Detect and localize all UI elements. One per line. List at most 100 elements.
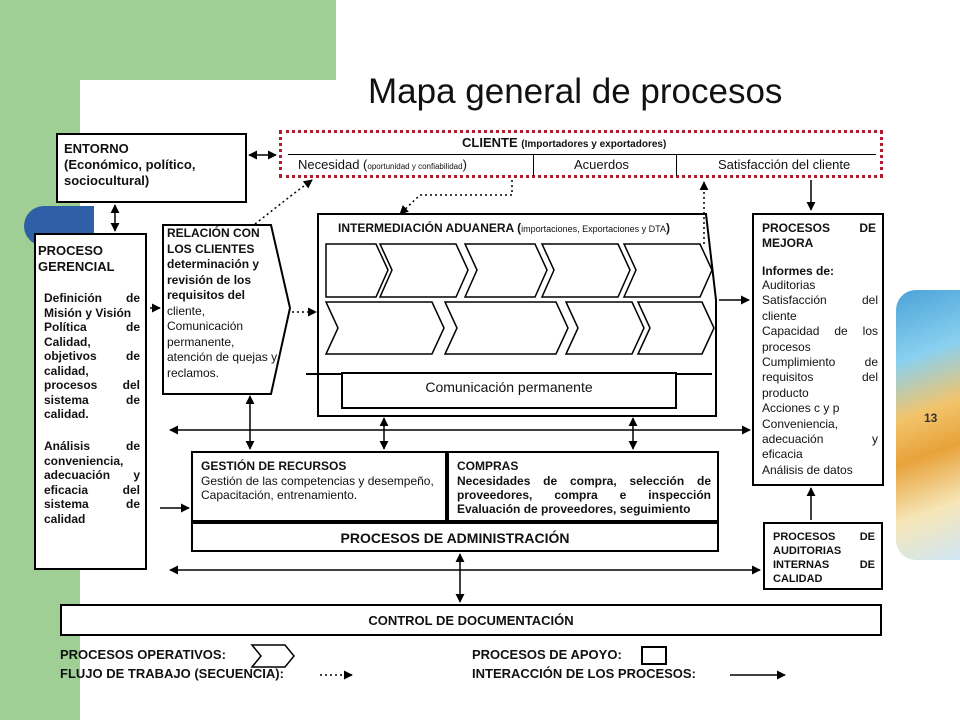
auditorias-box: PROCESOS DE AUDITORIAS INTERNAS DE CALID… [763, 522, 883, 590]
intermediacion-box [317, 213, 717, 417]
chevron-r1-2 [378, 243, 469, 298]
legend-apoyo: PROCESOS DE APOYO: [472, 647, 622, 662]
compras-line1: Necesidades de compra, selección de [457, 474, 711, 488]
relacion-bold-4: requisitos del [167, 288, 246, 302]
gerencial-line-6: procesos del [44, 378, 140, 392]
relacion-bold-2: determinación y [167, 257, 260, 271]
mejora-box: PROCESOS DE MEJORA Informes de: Auditori… [752, 213, 884, 486]
cliente-col-sep1 [533, 154, 534, 176]
gerencial-line2-2: adecuación y [44, 468, 140, 482]
auditorias-line4: CALIDAD [773, 573, 823, 585]
auditorias-line2: AUDITORIAS [773, 545, 842, 557]
recursos-box: GESTIÓN DE RECURSOS Gestión de las compe… [191, 451, 447, 522]
gerencial-line2-3: eficacia del [44, 482, 140, 497]
administracion-box: PROCESOS DE ADMINISTRACIÓN [191, 522, 719, 552]
cliente-necesidad: Necesidad (oportunidad y confiabilidad) [298, 157, 467, 172]
puzzle-image [896, 290, 960, 560]
administracion-label: PROCESOS DE ADMINISTRACIÓN [340, 530, 570, 546]
cliente-acuerdos: Acuerdos [574, 157, 629, 172]
mejora-item-12: Análisis de datos [762, 462, 853, 477]
gerencial-line-5: calidad, [44, 363, 89, 378]
cliente-satisfaccion: Satisfacción del cliente [718, 157, 851, 172]
mejora-item-5: Cumplimiento de [762, 355, 878, 370]
mejora-item-7: producto [762, 385, 809, 400]
gerencial-title1: PROCESO [38, 243, 104, 258]
control-label: CONTROL DE DOCUMENTACIÓN [368, 613, 574, 628]
chevron-r1-5 [622, 243, 713, 298]
legend-interaccion: INTERACCIÓN DE LOS PROCESOS: [472, 666, 696, 681]
gerencial-line-1: Misión y Visión [44, 305, 132, 320]
entorno-line1: ENTORNO [64, 141, 129, 156]
cliente-box: CLIENTE (Importadores y exportadores) Ne… [279, 130, 883, 178]
entorno-line3: sociocultural) [64, 173, 150, 188]
mejora-item-9: Conveniencia, [762, 416, 839, 431]
recursos-title: GESTIÓN DE RECURSOS [201, 459, 347, 473]
gerencial-line2-4: sistema de [44, 497, 140, 511]
mejora-item-1: Satisfacción del [762, 293, 878, 308]
gerencial-line-7: sistema de [44, 392, 140, 407]
intermediacion-title: INTERMEDIACIÓN ADUANERA (importaciones, … [338, 221, 671, 235]
gerencial-line-2: Política de [44, 320, 140, 334]
gerencial-line-3: Calidad, [44, 334, 91, 349]
mejora-item-10: adecuación y [762, 432, 878, 447]
mejora-item-8: Acciones c y p [762, 401, 840, 416]
slide-title: Mapa general de procesos [368, 72, 783, 111]
relacion-normal-2: permanente, [167, 334, 235, 349]
chevron-r2-1 [324, 301, 445, 355]
compras-title: COMPRAS [457, 459, 519, 473]
legend-apoyo-symbol [641, 646, 667, 665]
legend-flujo: FLUJO DE TRABAJO (SECUENCIA): [60, 666, 284, 681]
gerencial-line2-0: Análisis de [44, 439, 140, 453]
compras-box: COMPRAS Necesidades de compra, selección… [447, 451, 719, 522]
mejora-item-6: requisitos del [762, 370, 878, 385]
entorno-line2: (Económico, político, [64, 157, 196, 172]
mejora-title2: MEJORA [762, 236, 814, 250]
auditorias-line3: INTERNAS DE [773, 559, 875, 571]
gerencial-line-4: objetivos de [44, 349, 140, 363]
cliente-divider [288, 154, 876, 155]
cliente-col-sep2 [676, 154, 677, 176]
gerencial-line2-5: calidad [44, 511, 86, 526]
top-green-band [80, 0, 336, 80]
relacion-bold-3: revisión de los [167, 272, 252, 287]
chevron-r2-3 [564, 301, 645, 355]
legend-operativos-symbol [250, 644, 295, 668]
relacion-normal-0: cliente, [167, 303, 206, 318]
auditorias-line1: PROCESOS DE [773, 531, 875, 543]
control-box: CONTROL DE DOCUMENTACIÓN [60, 604, 882, 636]
chevron-r2-4 [636, 301, 715, 355]
compras-line3: Evaluación de proveedores, seguimiento [457, 502, 691, 516]
recursos-line2: Capacitación, entrenamiento. [201, 488, 358, 502]
chevron-r1-3 [463, 243, 548, 298]
chevron-r1-1 [325, 243, 389, 298]
relacion-bold-1: LOS CLIENTES [167, 241, 255, 256]
mejora-item-0: Auditorias [762, 278, 816, 292]
compras-line2: proveedores, compra e inspección [457, 488, 711, 502]
dotted-cliente-intermed [399, 180, 513, 215]
mejora-item-2: cliente [762, 308, 797, 323]
gerencial-line-8: calidad. [44, 407, 89, 421]
comunicacion-box: Comunicación permanente [341, 372, 677, 409]
recursos-line1: Gestión de las competencias y desempeño, [201, 474, 434, 488]
mejora-title1: PROCESOS DE [762, 221, 876, 235]
relacion-normal-3: atención de quejas y [167, 350, 278, 364]
mejora-subtitle: Informes de: [762, 264, 835, 278]
relacion-normal-4: reclamos. [167, 365, 220, 380]
legend-operativos: PROCESOS OPERATIVOS: [60, 647, 226, 662]
mejora-item-3: Capacidad de los [762, 324, 878, 339]
gerencial-line-0: Definición de [44, 291, 140, 305]
page-number: 13 [924, 411, 938, 425]
relacion-normal-1: Comunicación [167, 319, 244, 333]
cliente-title: CLIENTE (Importadores y exportadores) [462, 135, 667, 151]
relacion-chevron [162, 224, 292, 395]
relacion-bold-0: RELACIÓN CON [167, 226, 260, 240]
gerencial-title2: GERENCIAL [38, 259, 115, 274]
gerencial-line2-1: conveniencia, [44, 453, 124, 468]
mejora-item-4: procesos [762, 339, 811, 354]
chevron-r1-4 [540, 243, 631, 298]
